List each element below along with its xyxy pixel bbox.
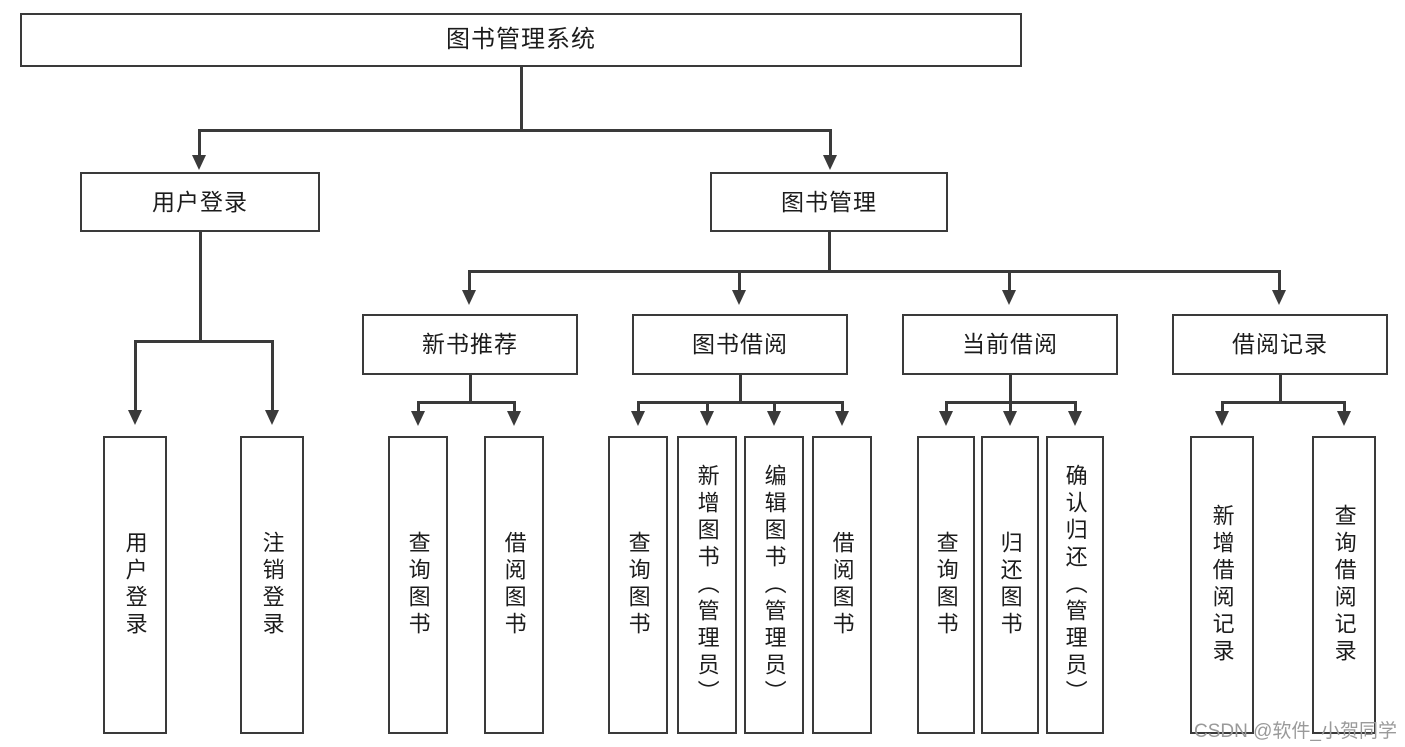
connector-bm-to-borrow-record <box>1278 270 1281 292</box>
arrowhead-cb-leaf-2 <box>1003 411 1017 426</box>
connector-bb-leaf-4 <box>841 401 844 413</box>
arrowhead-bb-leaf-4 <box>835 411 849 426</box>
node-root-book-management-system[interactable]: 图书管理系统 <box>20 13 1022 67</box>
connector-bb-leaf-1 <box>637 401 640 413</box>
arrowhead-bb-leaf-2 <box>700 411 714 426</box>
connector-user-login-stem <box>199 232 202 342</box>
connector-root-to-book-management <box>829 129 832 157</box>
connector-book-borrow-stem <box>739 375 742 403</box>
leaf-confirm-return-admin[interactable]: 确认归还（管理员） <box>1046 436 1104 734</box>
arrowhead-cb-leaf-3 <box>1068 411 1082 426</box>
arrowhead-br-leaf-2 <box>1337 411 1351 426</box>
connector-user-login-bus <box>134 340 271 343</box>
connector-root-bus <box>198 129 831 132</box>
connector-borrow-record-bus <box>1221 401 1345 404</box>
connector-borrow-record-stem <box>1279 375 1282 403</box>
connector-bm-to-new-book <box>468 270 471 292</box>
connector-new-book-stem <box>469 375 472 403</box>
connector-cb-leaf-2 <box>1009 401 1012 413</box>
node-book-management[interactable]: 图书管理 <box>710 172 948 232</box>
connector-nb-leaf-2 <box>513 401 516 413</box>
leaf-add-book-admin[interactable]: 新增图书（管理员） <box>677 436 737 734</box>
connector-cb-leaf-1 <box>945 401 948 413</box>
leaf-query-book-borrow[interactable]: 查询图书 <box>608 436 668 734</box>
connector-user-login-to-leaf-1 <box>134 340 137 412</box>
connector-bm-to-current-borrow <box>1008 270 1011 292</box>
arrowhead-nb-leaf-1 <box>411 411 425 426</box>
node-borrow-record[interactable]: 借阅记录 <box>1172 314 1388 375</box>
connector-nb-leaf-1 <box>417 401 420 413</box>
csdn-watermark: CSDN @软件_小贺同学 <box>1194 721 1397 742</box>
arrowhead-bm-current-borrow <box>1002 290 1016 305</box>
connector-bb-leaf-3 <box>773 401 776 413</box>
arrowhead-user-login-leaf-1 <box>128 410 142 425</box>
connector-root-to-user-login <box>198 129 201 157</box>
arrowhead-bm-book-borrow <box>732 290 746 305</box>
arrowhead-nb-leaf-2 <box>507 411 521 426</box>
connector-cb-leaf-3 <box>1074 401 1077 413</box>
leaf-query-borrow-record[interactable]: 查询借阅记录 <box>1312 436 1376 734</box>
connector-book-management-bus <box>468 270 1280 273</box>
connector-bb-leaf-2 <box>706 401 709 413</box>
leaf-borrow-book[interactable]: 借阅图书 <box>812 436 872 734</box>
arrowhead-bb-leaf-3 <box>767 411 781 426</box>
leaf-borrow-book-recommend[interactable]: 借阅图书 <box>484 436 544 734</box>
node-current-borrow[interactable]: 当前借阅 <box>902 314 1118 375</box>
connector-root-stem <box>520 67 523 131</box>
arrowhead-user-login-leaf-2 <box>265 410 279 425</box>
leaf-return-book[interactable]: 归还图书 <box>981 436 1039 734</box>
leaf-add-borrow-record[interactable]: 新增借阅记录 <box>1190 436 1254 734</box>
leaf-edit-book-admin[interactable]: 编辑图书（管理员） <box>744 436 804 734</box>
leaf-query-book-recommend[interactable]: 查询图书 <box>388 436 448 734</box>
node-user-login[interactable]: 用户登录 <box>80 172 320 232</box>
connector-user-login-to-leaf-2 <box>271 340 274 412</box>
connector-br-leaf-2 <box>1343 401 1346 413</box>
arrowhead-cb-leaf-1 <box>939 411 953 426</box>
leaf-user-login[interactable]: 用户登录 <box>103 436 167 734</box>
arrowhead-bm-new-book <box>462 290 476 305</box>
arrowhead-bb-leaf-1 <box>631 411 645 426</box>
node-new-book-recommend[interactable]: 新书推荐 <box>362 314 578 375</box>
connector-br-leaf-1 <box>1221 401 1224 413</box>
arrowhead-br-leaf-1 <box>1215 411 1229 426</box>
connector-book-management-stem <box>828 232 831 272</box>
arrowhead-bm-borrow-record <box>1272 290 1286 305</box>
arrowhead-root-to-user-login <box>192 155 206 170</box>
connector-new-book-bus <box>417 401 515 404</box>
node-book-borrow[interactable]: 图书借阅 <box>632 314 848 375</box>
connector-bm-to-book-borrow <box>738 270 741 292</box>
leaf-logout[interactable]: 注销登录 <box>240 436 304 734</box>
connector-book-borrow-bus <box>637 401 842 404</box>
connector-current-borrow-stem <box>1009 375 1012 403</box>
leaf-query-book-current[interactable]: 查询图书 <box>917 436 975 734</box>
arrowhead-root-to-book-management <box>823 155 837 170</box>
